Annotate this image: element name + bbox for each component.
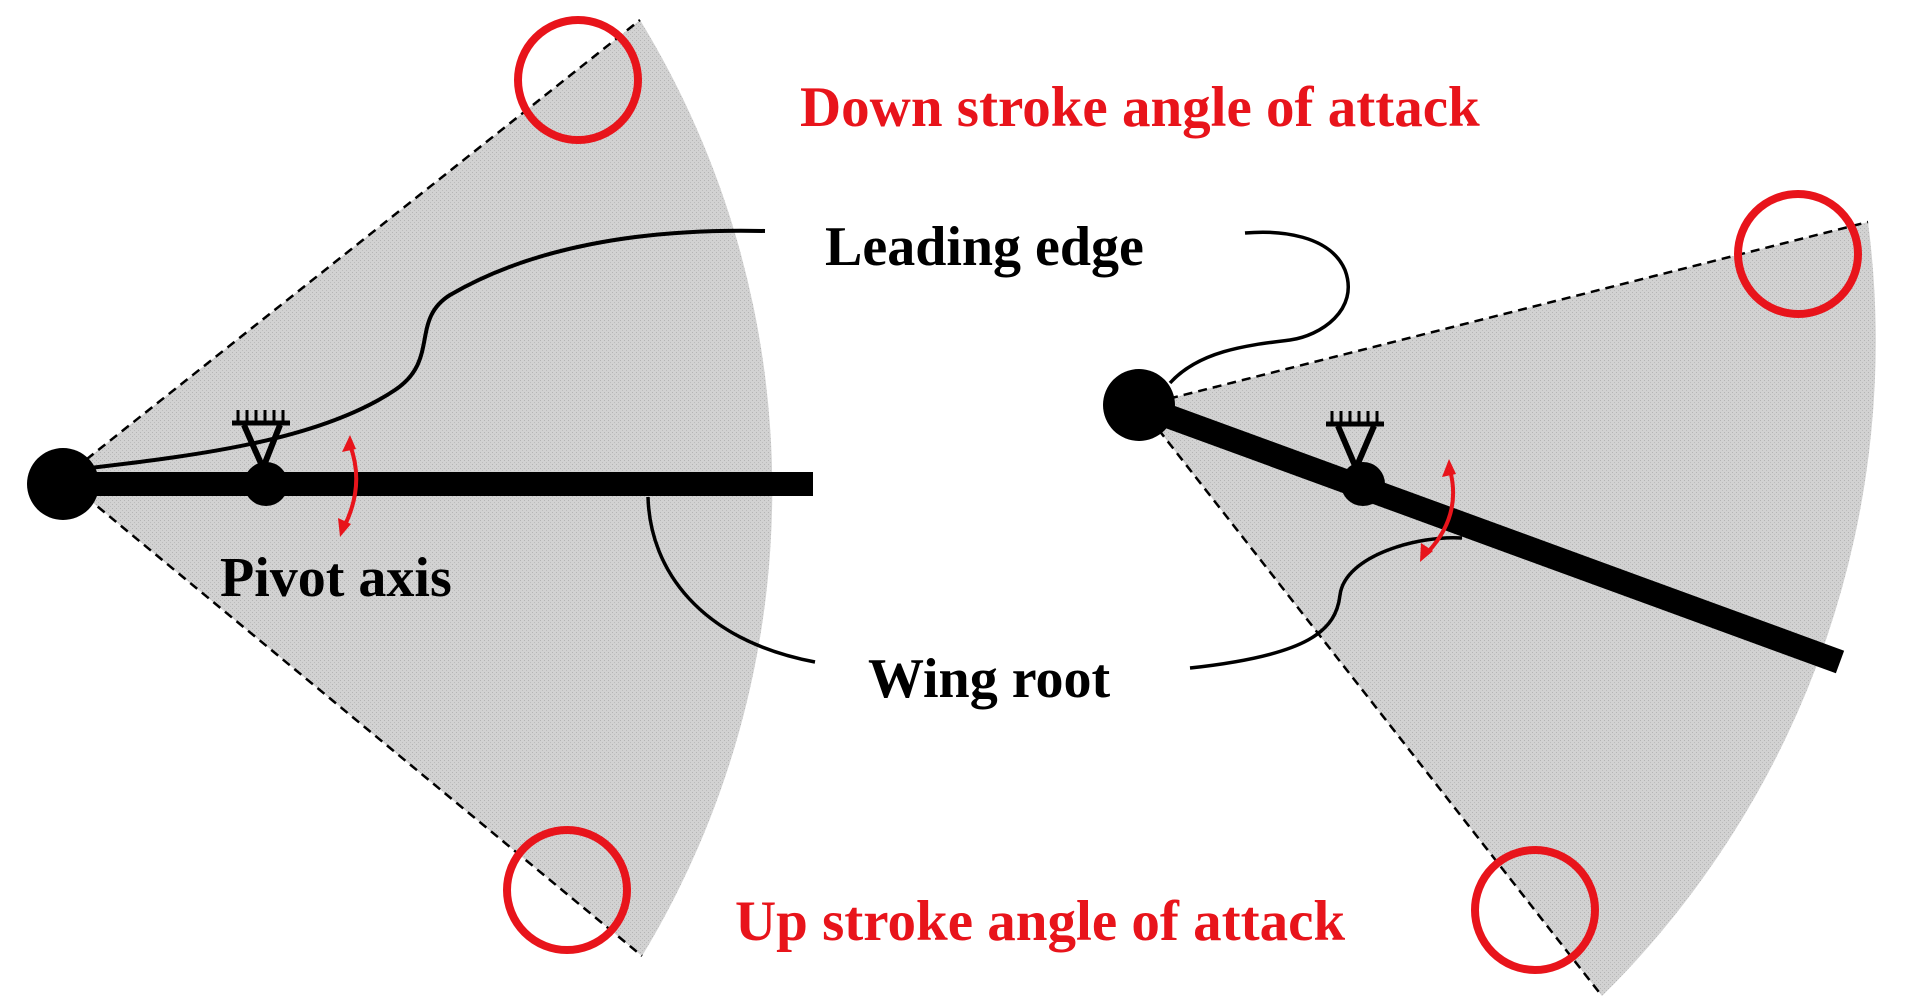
left-leading-edge-curve: [89, 228, 766, 470]
right-stroke-sector: [1140, 222, 1876, 996]
right-upstroke-highlight-circle: [1471, 846, 1599, 974]
left-upper-stroke-boundary: [62, 19, 641, 479]
left-pivot-mount-icon: [232, 410, 290, 506]
left-downstroke-highlight-circle: [514, 16, 642, 144]
left-rotation-arrow-icon: [338, 435, 359, 537]
left-wing-diagram: [27, 16, 816, 957]
left-upstroke-highlight-circle: [503, 826, 631, 954]
wing-root-label: Wing root: [868, 648, 1111, 710]
left-lower-stroke-boundary: [62, 477, 643, 957]
down-stroke-label: Down stroke angle of attack: [800, 76, 1480, 139]
left-wing-base-joint: [27, 448, 99, 520]
up-stroke-label: Up stroke angle of attack: [735, 890, 1345, 953]
right-wing-diagram: [1103, 190, 1876, 997]
right-wing-spar: [1135, 394, 1845, 674]
leading-edge-label: Leading edge: [825, 216, 1144, 278]
right-lower-stroke-boundary: [1139, 405, 1603, 997]
left-wing-spar: [63, 472, 813, 496]
pivot-axis-label: Pivot axis: [220, 547, 452, 609]
left-wing-root-curve: [646, 496, 816, 664]
right-downstroke-highlight-circle: [1734, 190, 1862, 318]
right-wing-root-curve: [1189, 535, 1463, 670]
right-rotation-arrow-icon: [1420, 459, 1456, 562]
right-wing-base-joint: [1103, 369, 1175, 441]
right-pivot-mount-icon: [1326, 411, 1385, 506]
right-leading-edge-curve: [1168, 230, 1350, 385]
right-upper-stroke-boundary: [1139, 220, 1869, 408]
